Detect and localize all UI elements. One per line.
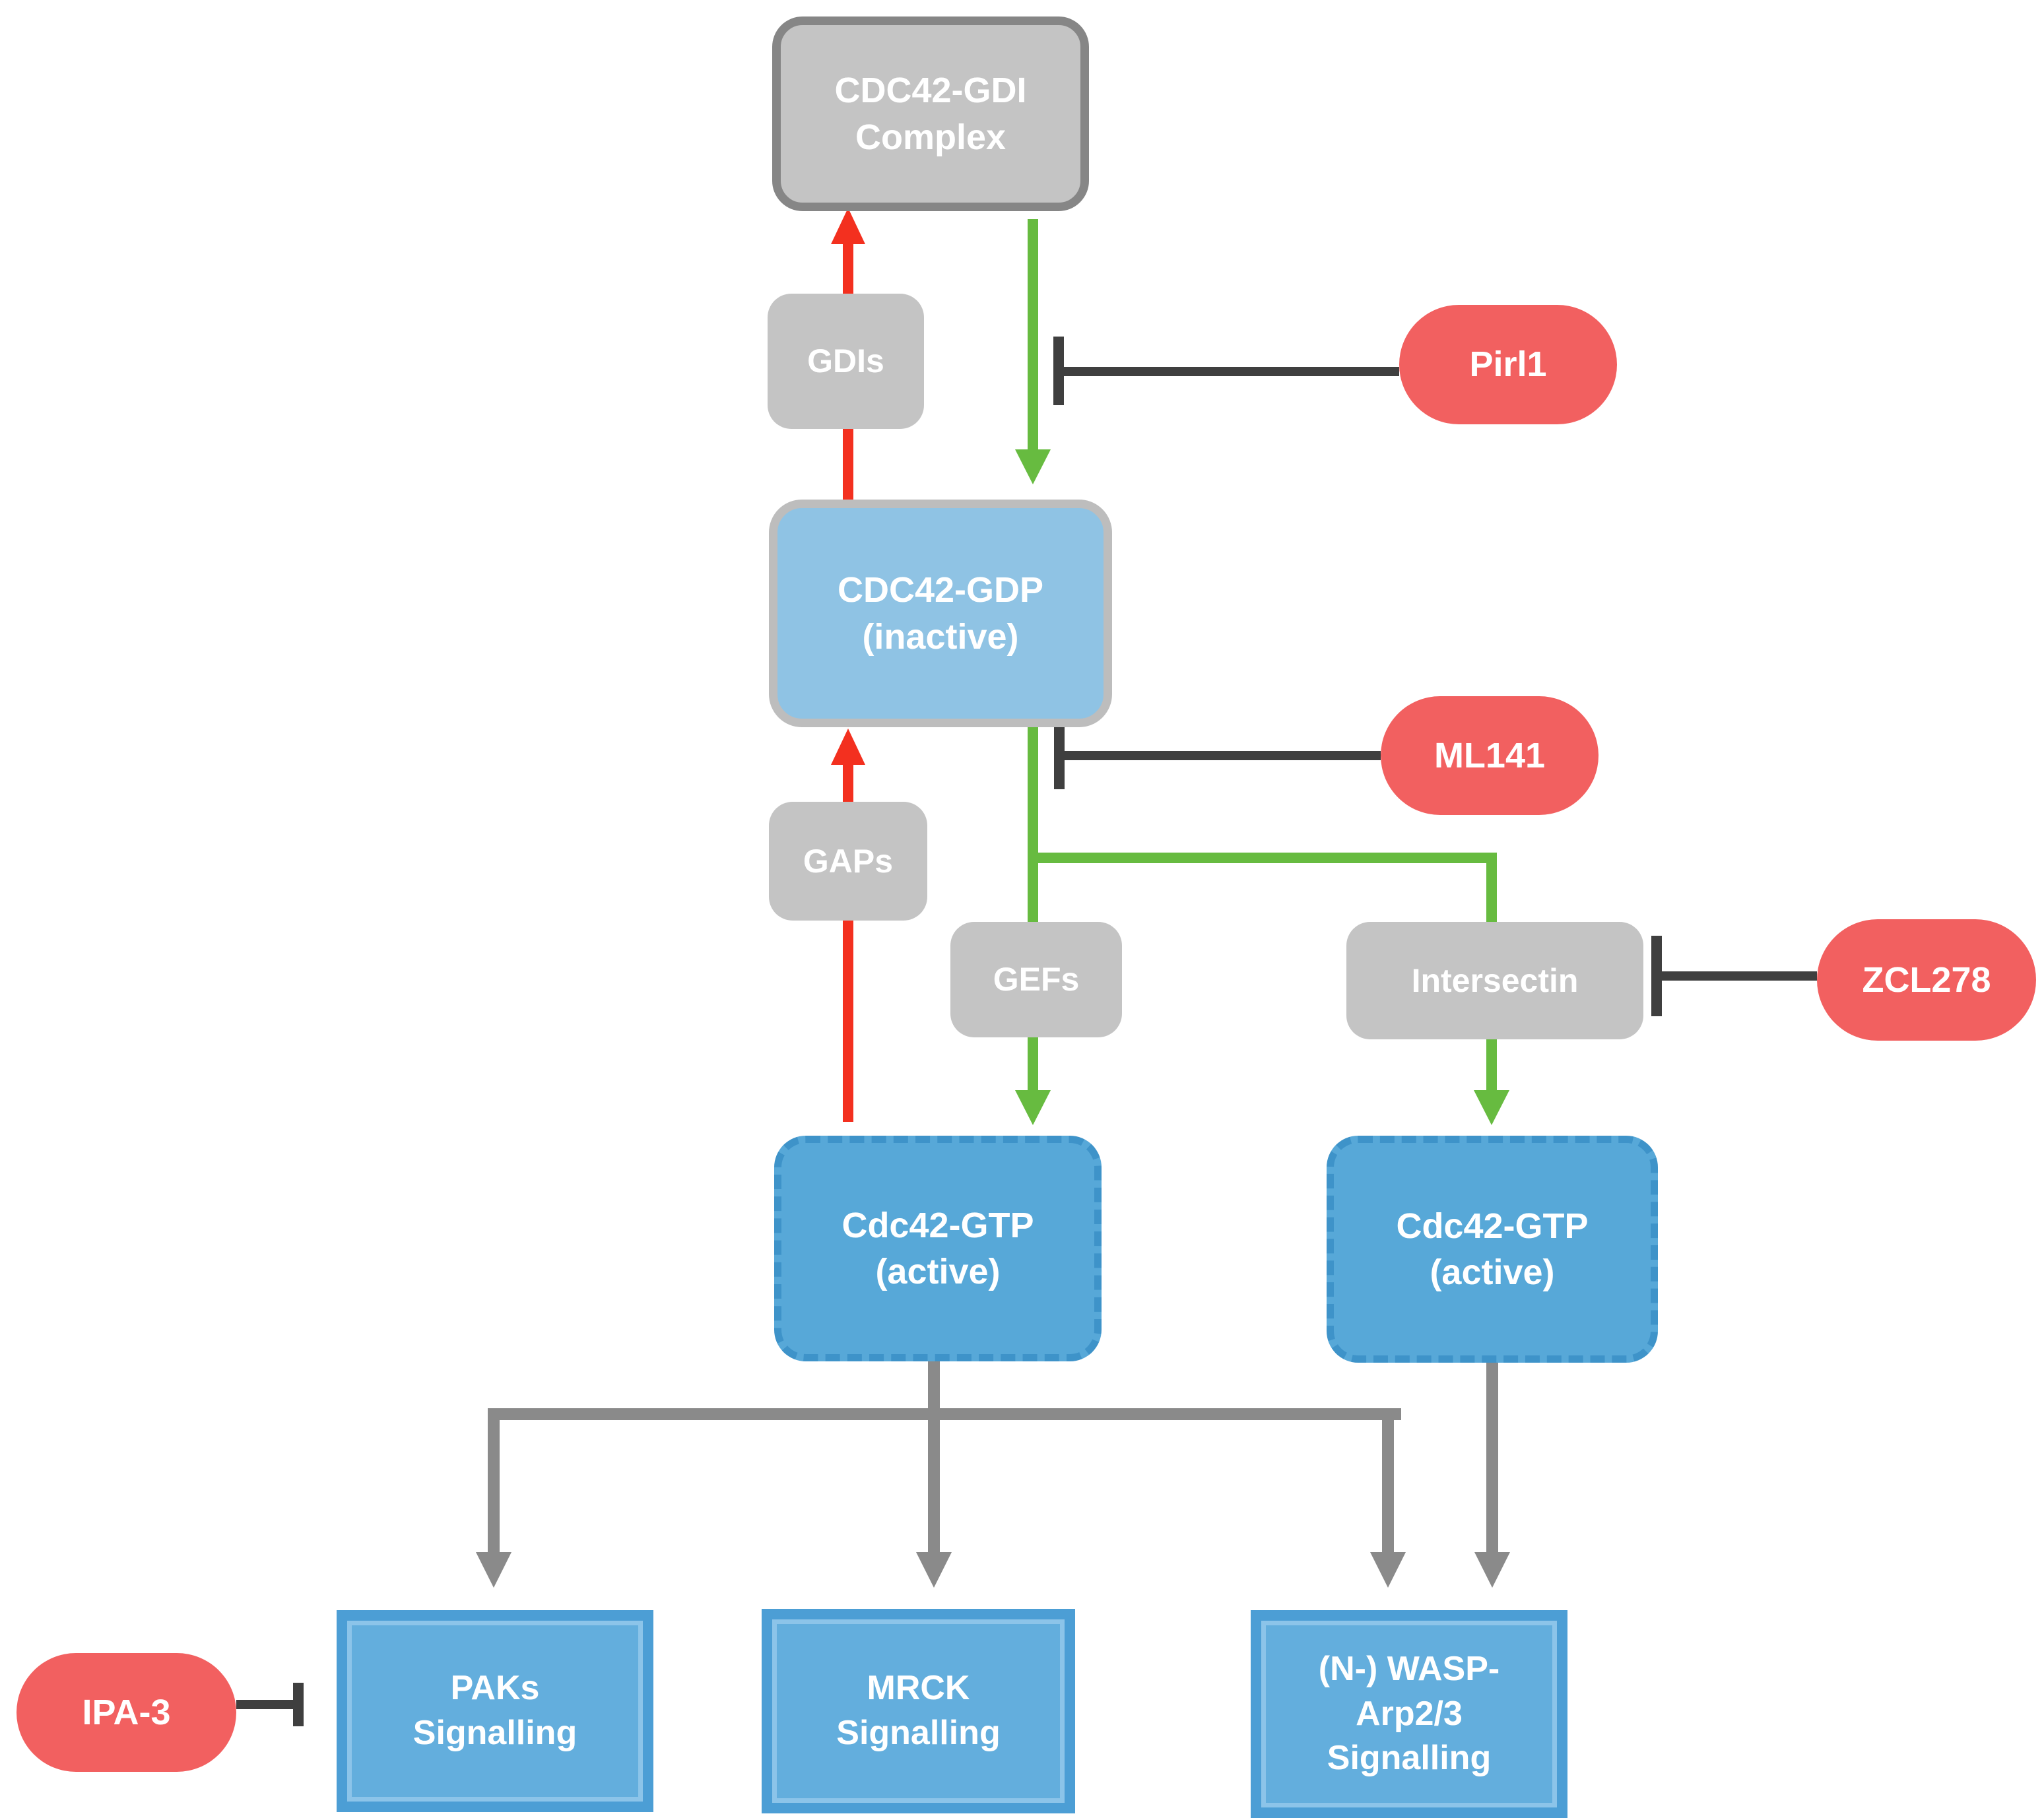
- node-paks-signalling: PAKs Signalling: [337, 1610, 653, 1812]
- green-branch-horizontal-line: [1028, 853, 1497, 863]
- node-pirl1: Pirl1: [1399, 305, 1617, 424]
- inhibit-pirl1-line: [1064, 367, 1399, 376]
- inhibit-ipa3-tbar: [293, 1683, 304, 1726]
- gray-arrow-to-paks-head-icon: [476, 1552, 511, 1588]
- node-ipa3: IPA-3: [16, 1653, 236, 1772]
- gray-arrow-to-wasp-left-head-icon: [1370, 1552, 1406, 1588]
- inhibit-zcl278-tbar: [1651, 936, 1662, 1016]
- node-cdc42-gdp-inactive: CDC42-GDP (inactive): [769, 500, 1112, 727]
- node-label: CDC42-GDP: [837, 570, 1044, 610]
- gray-arrow-to-wasp-left-line: [1382, 1408, 1394, 1553]
- inhibit-zcl278-line: [1662, 971, 1817, 981]
- gray-arrow-gtpright-to-wasp-line: [1486, 1361, 1498, 1553]
- node-label: Cdc42-GTP: [1396, 1206, 1589, 1246]
- green-arrow-gdicomplex-to-gdp-head-icon: [1015, 449, 1051, 484]
- node-label: (inactive): [862, 616, 1019, 657]
- gray-arrow-gtpright-to-wasp-head-icon: [1474, 1552, 1510, 1588]
- inhibit-ml141-line: [1065, 751, 1381, 760]
- node-label: (active): [875, 1252, 1001, 1291]
- node-label: ZCL278: [1862, 959, 1991, 1000]
- green-arrow-gdp-to-gtpleft-head-icon: [1015, 1090, 1051, 1125]
- node-label: (N-) WASP-: [1318, 1650, 1500, 1689]
- node-label: Intersectin: [1411, 961, 1579, 999]
- node-label: ML141: [1434, 735, 1546, 775]
- node-label: GDIs: [807, 342, 884, 379]
- node-label: (active): [1430, 1252, 1555, 1292]
- node-intersectin: Intersectin: [1346, 922, 1643, 1039]
- node-cdc42-gtp-active-left: Cdc42-GTP (active): [774, 1136, 1102, 1361]
- node-mrck-signalling: MRCK Signalling: [762, 1609, 1075, 1813]
- node-label: GAPs: [803, 842, 894, 880]
- node-label: Arp2/3: [1356, 1694, 1463, 1733]
- node-label: IPA-3: [82, 1692, 171, 1732]
- node-label: CDC42-GDI: [834, 71, 1027, 111]
- green-arrow-branch-to-gtpright-head-icon: [1474, 1090, 1509, 1125]
- node-label: MRCK: [867, 1669, 970, 1708]
- node-gaps: GAPs: [769, 802, 927, 921]
- node-label: Signalling: [412, 1714, 577, 1752]
- node-label: Signalling: [836, 1714, 1001, 1752]
- node-zcl278: ZCL278: [1817, 919, 2036, 1041]
- node-label: Signalling: [1327, 1739, 1492, 1778]
- gray-stub-gtpleft-line: [928, 1359, 940, 1414]
- gray-arrow-to-mrck-head-icon: [916, 1552, 952, 1588]
- node-cdc42-gdi-complex: CDC42-GDI Complex: [772, 16, 1089, 211]
- red-arrow-gdp-to-gdicomplex-head-icon: [831, 208, 865, 244]
- node-ml141: ML141: [1381, 696, 1599, 815]
- green-arrow-gdicomplex-to-gdp-line: [1028, 219, 1038, 462]
- node-label: Complex: [855, 117, 1006, 157]
- inhibit-ml141-tbar: [1054, 721, 1065, 789]
- node-label: PAKs: [450, 1669, 540, 1708]
- red-arrow-gtp-to-gdp-head-icon: [831, 729, 865, 765]
- inhibit-ipa3-line: [236, 1700, 300, 1709]
- node-cdc42-gtp-active-right: Cdc42-GTP (active): [1327, 1136, 1658, 1363]
- node-label: Cdc42-GTP: [841, 1205, 1034, 1245]
- node-wasp-arp23-signalling: (N-) WASP- Arp2/3 Signalling: [1251, 1610, 1567, 1818]
- node-label: Pirl1: [1469, 344, 1547, 385]
- inhibit-pirl1-tbar: [1053, 337, 1064, 405]
- gray-arrow-to-mrck-line: [928, 1414, 940, 1553]
- node-gefs: GEFs: [950, 922, 1122, 1037]
- node-label: GEFs: [993, 961, 1080, 998]
- node-gdis: GDIs: [768, 294, 924, 429]
- gray-branch-horizontal-line: [488, 1408, 1401, 1420]
- gray-arrow-to-paks-line: [488, 1408, 500, 1553]
